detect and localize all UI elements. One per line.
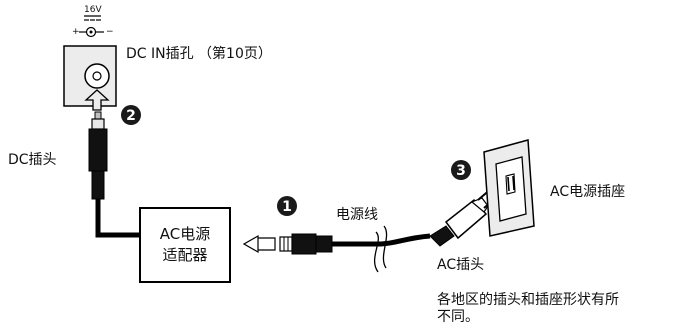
region-note: 各地区的插头和插座形状有所 不同。 <box>437 292 619 326</box>
step-badge-1: 1 <box>277 196 297 216</box>
dc-plug-label: DC插头 <box>8 152 57 168</box>
ac-plug <box>429 187 499 247</box>
polarity-plus-label: + <box>72 27 80 37</box>
ac-outlet-label: AC电源插座 <box>550 184 626 200</box>
ac-adapter-label-line2: 适配器 <box>162 246 208 264</box>
svg-text:2: 2 <box>126 108 136 124</box>
polarity-minus-label: − <box>106 27 114 37</box>
dc-in-jack-label: DC IN插孔 （第10页） <box>126 46 272 62</box>
region-note-line1: 各地区的插头和插座形状有所 <box>437 292 619 308</box>
dc-plug <box>88 111 108 200</box>
ac-adapter-box <box>139 207 231 283</box>
step-badge-3: 3 <box>451 160 471 180</box>
insert-arrow-up-icon <box>84 89 110 111</box>
svg-text:3: 3 <box>456 163 466 179</box>
ac-adapter-label-line1: AC电源 <box>159 225 211 243</box>
adapter-cord-connector <box>279 233 333 255</box>
dc-cable <box>95 199 140 238</box>
ac-outlet <box>483 139 535 237</box>
svg-text:1: 1 <box>282 199 292 215</box>
insert-arrow-left-icon <box>242 234 276 254</box>
power-cord-label: 电源线 <box>336 207 378 223</box>
power-cord <box>332 225 431 273</box>
region-note-line2: 不同。 <box>437 309 479 325</box>
ac-adapter-label: AC电源 适配器 <box>140 224 230 266</box>
ac-plug-label: AC插头 <box>437 257 485 273</box>
voltage-label: 16V <box>84 5 102 15</box>
polarity-symbol-icon <box>79 15 104 38</box>
step-badge-2: 2 <box>121 105 141 125</box>
